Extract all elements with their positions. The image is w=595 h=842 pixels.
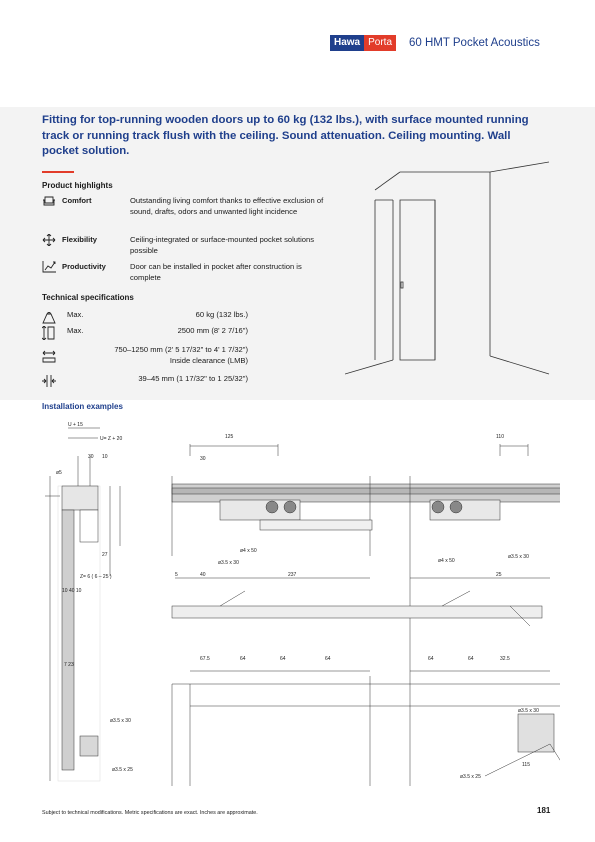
svg-text:64: 64	[325, 656, 331, 662]
svg-text:ø3.5 x 30: ø3.5 x 30	[110, 718, 131, 724]
intro-band	[0, 107, 595, 400]
specs-title: Technical specifications	[42, 293, 134, 302]
svg-text:ø3.5 x 25: ø3.5 x 25	[112, 767, 133, 773]
spec-value: 2500 mm (8' 2 7/16")	[177, 326, 248, 335]
svg-text:40: 40	[200, 572, 206, 578]
spec-value: 750–1250 mm (2' 5 17/32" to 4' 1 7/32")	[114, 345, 248, 354]
highlight-label: Productivity	[62, 262, 106, 271]
svg-text:ø4 x 50: ø4 x 50	[438, 558, 455, 564]
svg-text:ø3.5 x 30: ø3.5 x 30	[508, 554, 529, 560]
logo-hawa: Hawa	[330, 35, 365, 51]
spec-label: Max.	[67, 310, 84, 319]
highlight-flexibility: Flexibility Ceiling-integrated or surfac…	[42, 234, 342, 259]
svg-text:ø3.5 x 25: ø3.5 x 25	[460, 774, 481, 780]
svg-text:64: 64	[280, 656, 286, 662]
spec-thickness: 39–45 mm (1 17/32" to 1 25/32")	[42, 374, 248, 388]
svg-text:237: 237	[288, 572, 297, 578]
spec-value: 60 kg (132 lbs.)	[195, 310, 248, 319]
installation-drawing: U + 15 U= Z + 20 30 10 ø5 27 Z= 6 ( 6 – …	[45, 422, 560, 786]
svg-text:ø3.5 x 30: ø3.5 x 30	[518, 708, 539, 714]
highlight-label: Comfort	[62, 196, 92, 205]
svg-text:ø3.5 x 30: ø3.5 x 30	[218, 560, 239, 566]
svg-text:10: 10	[102, 454, 108, 460]
svg-text:32.5: 32.5	[500, 656, 510, 662]
svg-text:64: 64	[468, 656, 474, 662]
svg-text:Z= 6 ( 6 – 25 ): Z= 6 ( 6 – 25 )	[80, 574, 112, 580]
spec-subvalue: Inside clearance (LMB)	[169, 356, 248, 365]
svg-text:U + 15: U + 15	[68, 422, 83, 428]
spec-weight: Max. 60 kg (132 lbs.)	[42, 310, 248, 324]
highlight-text: Outstanding living comfort thanks to eff…	[130, 196, 324, 216]
door-width-icon	[42, 350, 56, 363]
door-height-icon	[42, 326, 55, 340]
svg-text:125: 125	[225, 434, 234, 440]
svg-text:110: 110	[496, 434, 504, 440]
logo-porta: Porta	[364, 35, 397, 51]
svg-text:67.5: 67.5	[200, 656, 210, 662]
svg-text:ø5: ø5	[56, 470, 62, 476]
svg-text:25: 25	[496, 572, 502, 578]
svg-text:64: 64	[428, 656, 434, 662]
footer-note: Subject to technical modifications. Metr…	[42, 810, 258, 816]
installation-title: Installation examples	[42, 402, 123, 411]
svg-text:U= Z + 20: U= Z + 20	[100, 436, 122, 442]
spec-label: Max.	[67, 326, 84, 335]
svg-text:115: 115	[522, 762, 530, 768]
spec-clearance: 750–1250 mm (2' 5 17/32" to 4' 1 7/32") …	[42, 345, 248, 367]
svg-text:30: 30	[200, 456, 206, 462]
highlight-comfort: Comfort Outstanding living comfort thank…	[42, 196, 342, 230]
svg-text:27: 27	[102, 552, 108, 558]
accent-rule	[42, 171, 74, 173]
product-title: 60 HMT Pocket Acoustics	[409, 37, 540, 49]
svg-text:10 40 10: 10 40 10	[62, 588, 82, 594]
page-number: 181	[537, 806, 551, 815]
growth-chart-icon	[42, 261, 56, 273]
armchair-icon	[43, 196, 55, 206]
svg-text:ø4 x 50: ø4 x 50	[240, 548, 257, 554]
spec-height: Max. 2500 mm (8' 2 7/16")	[42, 326, 248, 340]
highlight-productivity: Productivity Door can be installed in po…	[42, 261, 342, 286]
svg-text:30: 30	[88, 454, 94, 460]
svg-text:5: 5	[175, 572, 178, 578]
weight-icon	[42, 312, 56, 324]
highlight-text: Door can be installed in pocket after co…	[130, 262, 302, 282]
svg-text:64: 64	[240, 656, 246, 662]
door-thickness-icon	[42, 375, 56, 387]
move-arrows-icon	[42, 234, 56, 246]
svg-text:7 23: 7 23	[64, 662, 74, 668]
page-headline: Fitting for top-running wooden doors up …	[42, 114, 529, 157]
spec-value: 39–45 mm (1 17/32" to 1 25/32")	[138, 374, 248, 383]
pocket-door-room-illustration	[345, 161, 550, 375]
highlights-title: Product highlights	[42, 181, 113, 190]
hawa-porta-logo: Hawa Porta	[330, 35, 397, 51]
highlight-label: Flexibility	[62, 235, 98, 244]
highlight-text: Ceiling-integrated or surface-mounted po…	[130, 235, 315, 255]
